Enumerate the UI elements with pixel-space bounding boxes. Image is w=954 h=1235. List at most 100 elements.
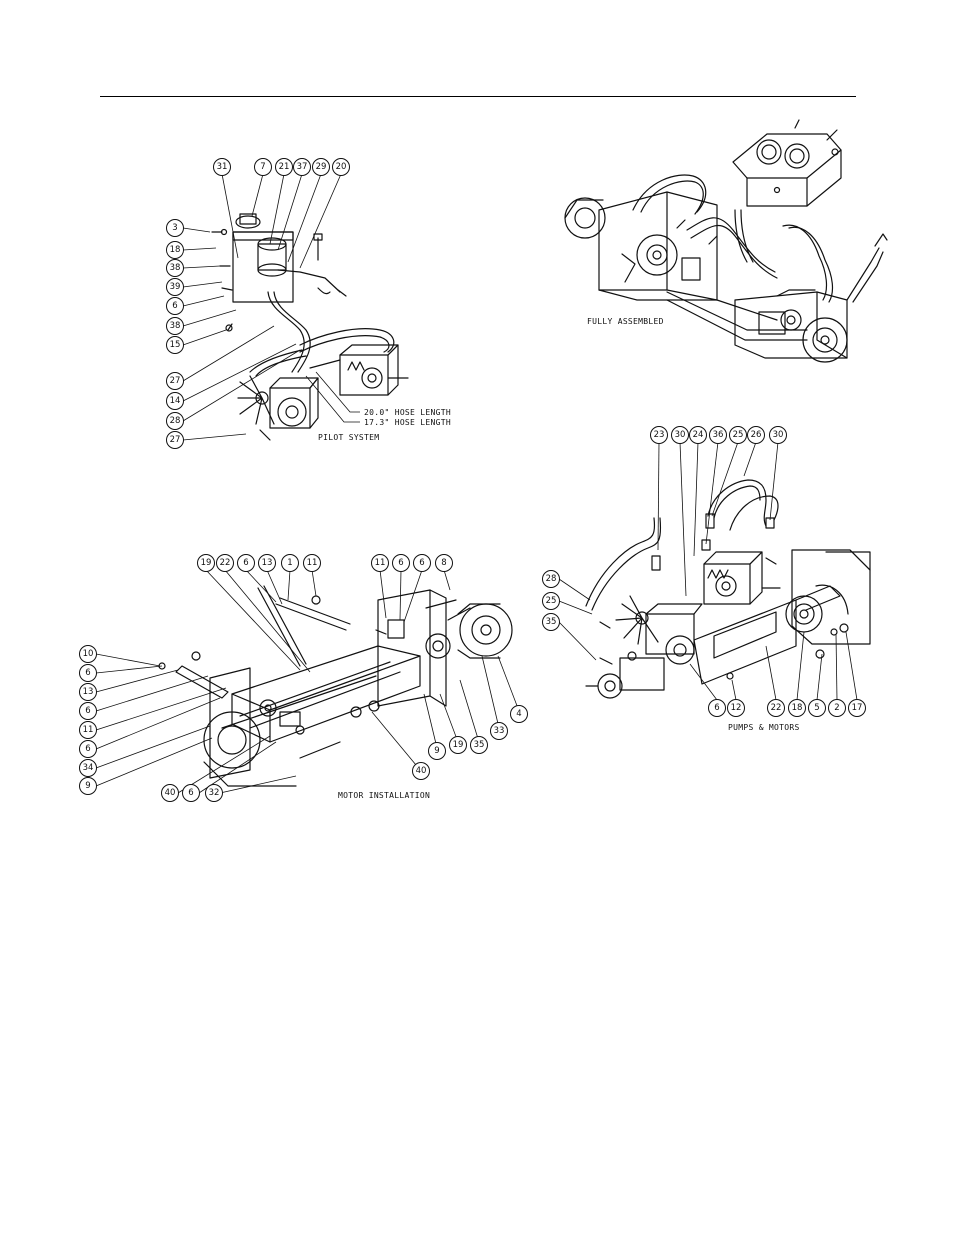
svg-text:9: 9 bbox=[434, 746, 439, 756]
svg-text:38: 38 bbox=[170, 263, 181, 273]
motor-balloon: 9 bbox=[429, 743, 446, 760]
svg-text:30: 30 bbox=[773, 430, 784, 440]
svg-text:22: 22 bbox=[771, 703, 782, 713]
motor-balloon: 6 bbox=[393, 555, 410, 572]
pilot-balloon: 27 bbox=[167, 432, 184, 449]
motor-balloon: 33 bbox=[491, 723, 508, 740]
motor-balloon: 6 bbox=[80, 703, 97, 720]
pumps-balloon: 30 bbox=[770, 427, 787, 444]
svg-text:4: 4 bbox=[516, 709, 521, 719]
pumps-motors-caption: PUMPS & MOTORS bbox=[728, 723, 800, 732]
pumps-balloon: 18 bbox=[789, 700, 806, 717]
svg-text:14: 14 bbox=[170, 396, 181, 406]
pilot-balloon: 20 bbox=[333, 159, 350, 176]
fully-assembled-caption: FULLY ASSEMBLED bbox=[587, 317, 664, 326]
pilot-system-drawing: 20.0" HOSE LENGTH 17.3" HOSE LENGTH PILO… bbox=[0, 0, 477, 480]
svg-text:23: 23 bbox=[654, 430, 665, 440]
hose-length-note-1: 20.0" HOSE LENGTH bbox=[364, 408, 451, 417]
svg-text:40: 40 bbox=[165, 788, 176, 798]
pilot-balloon: 14 bbox=[167, 393, 184, 410]
svg-text:25: 25 bbox=[733, 430, 744, 440]
motor-balloon: 4 bbox=[511, 706, 528, 723]
svg-text:11: 11 bbox=[83, 725, 94, 735]
svg-text:19: 19 bbox=[201, 558, 212, 568]
svg-text:17: 17 bbox=[852, 703, 863, 713]
svg-text:31: 31 bbox=[217, 162, 228, 172]
svg-text:28: 28 bbox=[546, 574, 557, 584]
svg-text:30: 30 bbox=[675, 430, 686, 440]
svg-text:25: 25 bbox=[546, 596, 557, 606]
pumps-balloon: 26 bbox=[748, 427, 765, 444]
pilot-balloon: 18 bbox=[167, 242, 184, 259]
motor-balloon: 35 bbox=[471, 737, 488, 754]
svg-text:7: 7 bbox=[260, 162, 265, 172]
svg-text:40: 40 bbox=[416, 766, 427, 776]
pumps-balloon: 25 bbox=[543, 593, 560, 610]
svg-text:5: 5 bbox=[814, 703, 819, 713]
pilot-balloon: 3 bbox=[167, 220, 184, 237]
pumps-balloon: 28 bbox=[543, 571, 560, 588]
motor-balloon: 19 bbox=[450, 737, 467, 754]
pilot-balloon: 28 bbox=[167, 413, 184, 430]
pilot-balloon: 38 bbox=[167, 260, 184, 277]
svg-text:6: 6 bbox=[714, 703, 719, 713]
motor-linework bbox=[159, 586, 512, 786]
svg-text:1: 1 bbox=[287, 558, 292, 568]
pilot-system-caption: PILOT SYSTEM bbox=[318, 433, 379, 442]
svg-text:13: 13 bbox=[83, 687, 94, 697]
motor-balloon: 11 bbox=[80, 722, 97, 739]
pilot-balloon: 38 bbox=[167, 318, 184, 335]
svg-text:8: 8 bbox=[441, 558, 446, 568]
motor-balloon: 13 bbox=[259, 555, 276, 572]
svg-text:35: 35 bbox=[474, 740, 485, 750]
svg-text:35: 35 bbox=[546, 617, 557, 627]
svg-text:11: 11 bbox=[375, 558, 386, 568]
svg-text:19: 19 bbox=[453, 740, 464, 750]
pumps-balloon: 22 bbox=[768, 700, 785, 717]
svg-text:6: 6 bbox=[172, 301, 177, 311]
svg-text:37: 37 bbox=[297, 162, 308, 172]
motor-balloon: 8 bbox=[436, 555, 453, 572]
pilot-balloon: 15 bbox=[167, 337, 184, 354]
pumps-balloon: 30 bbox=[672, 427, 689, 444]
svg-text:3: 3 bbox=[172, 223, 177, 233]
pumps-motors-drawing: PUMPS & MOTORS 23 30 24 36 25 bbox=[530, 400, 954, 750]
svg-text:13: 13 bbox=[262, 558, 273, 568]
fully-assembled-drawing: FULLY ASSEMBLED bbox=[477, 0, 954, 400]
svg-text:6: 6 bbox=[398, 558, 403, 568]
svg-text:24: 24 bbox=[693, 430, 704, 440]
motor-balloon: 34 bbox=[80, 760, 97, 777]
svg-text:20: 20 bbox=[336, 162, 347, 172]
svg-text:39: 39 bbox=[170, 282, 181, 292]
pumps-balloon: 2 bbox=[829, 700, 846, 717]
svg-text:6: 6 bbox=[243, 558, 248, 568]
pilot-balloon: 7 bbox=[255, 159, 272, 176]
pumps-balloon: 36 bbox=[710, 427, 727, 444]
svg-text:29: 29 bbox=[316, 162, 327, 172]
pilot-balloon: 37 bbox=[294, 159, 311, 176]
motor-installation-drawing: MOTOR INSTALLATION bbox=[0, 480, 530, 820]
motor-balloon: 40 bbox=[413, 763, 430, 780]
motor-balloon: 11 bbox=[372, 555, 389, 572]
svg-text:18: 18 bbox=[792, 703, 803, 713]
svg-text:36: 36 bbox=[713, 430, 724, 440]
motor-balloon: 9 bbox=[80, 778, 97, 795]
pilot-system-linework bbox=[212, 214, 408, 440]
svg-text:22: 22 bbox=[220, 558, 231, 568]
pumps-balloon: 17 bbox=[849, 700, 866, 717]
motor-balloon: 6 bbox=[80, 665, 97, 682]
pilot-balloon: 27 bbox=[167, 373, 184, 390]
motor-balloon: 22 bbox=[217, 555, 234, 572]
hose-length-note-2: 17.3" HOSE LENGTH bbox=[364, 418, 451, 427]
pilot-balloon: 31 bbox=[214, 159, 231, 176]
motor-balloon: 13 bbox=[80, 684, 97, 701]
svg-text:6: 6 bbox=[85, 744, 90, 754]
svg-text:18: 18 bbox=[170, 245, 181, 255]
svg-text:34: 34 bbox=[83, 763, 94, 773]
motor-balloon: 11 bbox=[304, 555, 321, 572]
pumps-leader-lines bbox=[559, 442, 857, 700]
pumps-balloon: 35 bbox=[543, 614, 560, 631]
motor-balloon: 6 bbox=[80, 741, 97, 758]
pumps-motors-diagram: PUMPS & MOTORS 23 30 24 36 25 bbox=[530, 400, 954, 750]
motor-balloon: 6 bbox=[183, 785, 200, 802]
